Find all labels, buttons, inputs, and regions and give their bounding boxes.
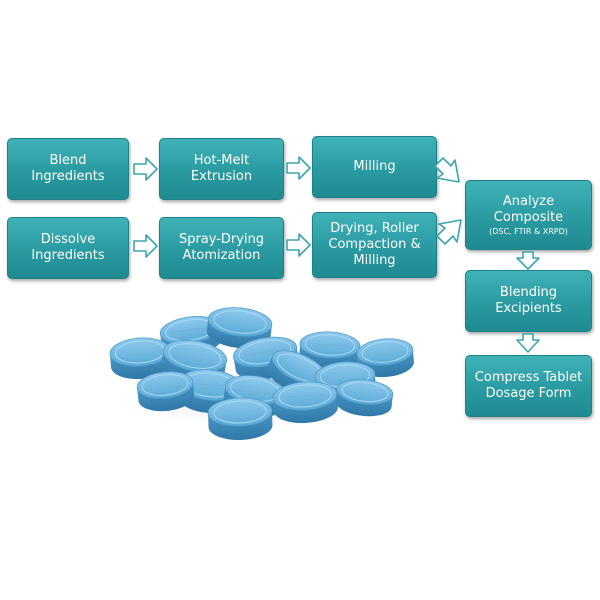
box-label-line: Hot-Melt Extrusion [190,153,253,184]
box-label-line: Analyze [502,193,555,209]
box-drying-roller-compaction-milling: Drying, Roller Compaction & Milling [312,212,437,278]
box-sublabel: (DSC, FTIR & XRPD) [489,226,568,236]
box-label-line: Atomization [182,248,261,263]
box-label-line: Spray-Drying [178,232,265,247]
box-dissolve-ingredients: Dissolve Ingredients [7,217,129,279]
box-label-line: Blend [49,153,87,168]
tablet [207,397,273,440]
box-blend-ingredients: Blend Ingredients [7,138,129,200]
arrow-diagonal-up-icon [436,219,462,245]
arrow-down-icon [516,333,540,353]
box-label-line: Dissolve [40,232,96,247]
box-label-line: Dosage Form [485,386,572,401]
arrow-right-icon [133,234,158,258]
box-label-line: Ingredients [31,169,105,184]
box-analyze-composite: Analyze Composite (DSC, FTIR & XRPD) [465,180,592,250]
arrow-right-icon [133,157,158,181]
arrow-down-icon [516,251,540,270]
arrow-diagonal-down-icon [434,157,460,183]
box-spray-drying-atomization: Spray-Drying Atomization [159,217,284,279]
box-label-line: Drying, Roller [330,221,419,236]
box-label-line: Milling [353,253,396,268]
box-label-line: Excipients [495,301,562,316]
tablet [272,381,338,424]
box-hot-melt-extrusion: Hot-Melt Extrusion [159,138,284,200]
box-label-line: Ingredients [31,248,105,263]
tablet [136,371,195,412]
box-compress-tablet-dosage-form: Compress Tablet Dosage Form [465,355,592,417]
tablet [109,337,171,380]
box-label-line: Milling [353,159,396,174]
arrow-right-icon [286,156,311,180]
box-label-line: Compress Tablet [474,370,583,385]
tablet [335,379,394,417]
box-blending-excipients: Blending Excipients [465,270,592,332]
box-label-line: Compaction & [328,237,421,252]
box-label-line: Blending [499,285,558,300]
arrow-right-icon [286,233,311,257]
box-label-line: Composite [493,209,564,225]
box-milling: Milling [312,136,437,198]
